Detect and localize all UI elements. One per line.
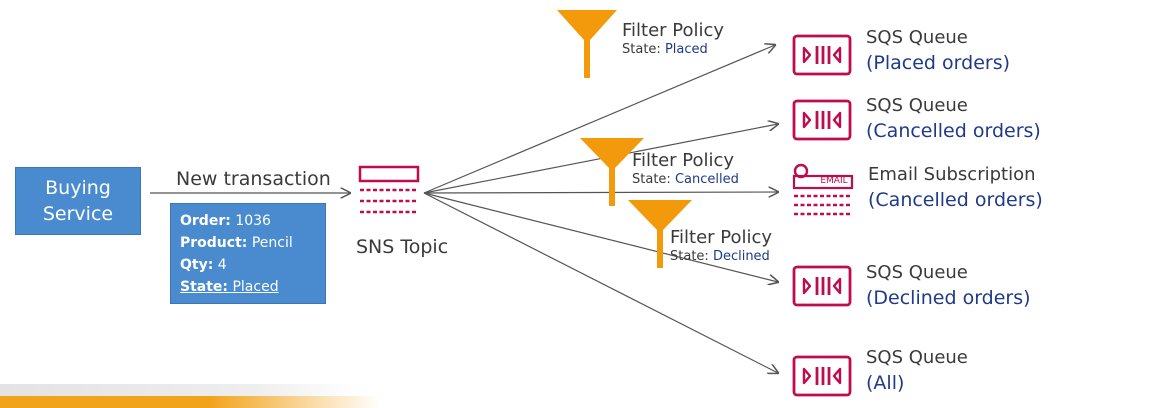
sqs-queue-icon bbox=[792, 355, 852, 397]
subscriber-sqs-placed: SQS Queue (Placed orders) bbox=[866, 26, 1010, 76]
filter-policy-title: Filter Policy bbox=[632, 150, 735, 171]
filter-funnel-icon bbox=[580, 138, 644, 206]
sqs-queue-icon bbox=[792, 34, 852, 76]
sns-topic-icon bbox=[358, 165, 420, 214]
order-key: Order: bbox=[180, 213, 231, 229]
footer-accent-bar bbox=[0, 396, 380, 408]
qty-row: Qty: 4 bbox=[180, 254, 325, 276]
transaction-message-card: Order: 1036 Product: Pencil Qty: 4 State… bbox=[170, 203, 326, 304]
state-row: State: Placed bbox=[180, 276, 325, 298]
subscriber-title: SQS Queue bbox=[866, 347, 968, 368]
filter-policy-cancelled: Filter Policy State: Cancelled bbox=[632, 150, 739, 188]
subscriber-subtitle: (Declined orders) bbox=[866, 287, 1031, 309]
arrow-topic-to-placed bbox=[423, 45, 775, 194]
filter-policy-title: Filter Policy bbox=[670, 227, 773, 248]
buying-service-line1: Buying bbox=[45, 177, 111, 199]
filter-state-key: State: bbox=[632, 172, 671, 187]
subscriber-subtitle: (Cancelled orders) bbox=[868, 189, 1043, 211]
filter-policy-state: State: Cancelled bbox=[632, 172, 739, 188]
filter-policy-placed: Filter Policy State: Placed bbox=[622, 20, 724, 58]
filter-state-key: State: bbox=[622, 42, 661, 57]
filter-funnel-icon bbox=[628, 200, 692, 268]
buying-service-line2: Service bbox=[42, 203, 114, 225]
footer-shade bbox=[0, 384, 360, 396]
subscriber-sqs-cancelled: SQS Queue (Cancelled orders) bbox=[866, 94, 1041, 144]
filter-policy-state: State: Placed bbox=[622, 42, 724, 58]
filter-state-value: Placed bbox=[664, 42, 708, 57]
filter-policy-declined: Filter Policy State: Declined bbox=[670, 227, 772, 265]
subscriber-sqs-declined: SQS Queue (Declined orders) bbox=[866, 261, 1031, 311]
product-key: Product: bbox=[180, 235, 248, 251]
subscriber-subtitle: (Placed orders) bbox=[866, 52, 1011, 74]
order-row: Order: 1036 bbox=[180, 210, 325, 232]
new-transaction-label: New transaction bbox=[176, 168, 331, 190]
subscriber-title: SQS Queue bbox=[866, 95, 968, 116]
subscriber-email: Email Subscription (Cancelled orders) bbox=[868, 163, 1043, 213]
order-value: 1036 bbox=[235, 213, 271, 229]
filter-state-value: Cancelled bbox=[674, 172, 739, 187]
subscriber-title: SQS Queue bbox=[866, 262, 968, 283]
qty-key: Qty: bbox=[180, 257, 214, 273]
state-value: Placed bbox=[232, 279, 279, 295]
email-badge: EMAIL bbox=[820, 176, 848, 186]
subscriber-subtitle: (Cancelled orders) bbox=[866, 120, 1041, 142]
subscriber-subtitle: (All) bbox=[866, 372, 905, 394]
product-value: Pencil bbox=[251, 235, 293, 251]
filter-state-value: Declined bbox=[712, 249, 770, 264]
subscriber-title: Email Subscription bbox=[868, 164, 1036, 185]
sqs-queue-icon bbox=[792, 265, 852, 307]
buying-service-box: Buying Service bbox=[15, 167, 141, 235]
product-row: Product: Pencil bbox=[180, 232, 325, 254]
subscriber-sqs-all: SQS Queue (All) bbox=[866, 346, 968, 396]
subscriber-title: SQS Queue bbox=[866, 27, 968, 48]
filter-policy-state: State: Declined bbox=[670, 249, 772, 265]
arrow-topic-to-declined bbox=[423, 192, 778, 282]
filter-state-key: State: bbox=[670, 249, 709, 264]
sns-topic-label: SNS Topic bbox=[356, 236, 449, 258]
arrow-topic-to-all bbox=[423, 192, 778, 373]
qty-value: 4 bbox=[217, 257, 227, 273]
arrow-topic-to-email bbox=[423, 192, 778, 193]
sqs-queue-icon bbox=[792, 99, 852, 141]
email-subscription-icon bbox=[792, 163, 854, 216]
filter-policy-title: Filter Policy bbox=[622, 20, 725, 41]
filter-funnel-icon bbox=[557, 10, 617, 78]
state-key: State: bbox=[180, 279, 229, 295]
